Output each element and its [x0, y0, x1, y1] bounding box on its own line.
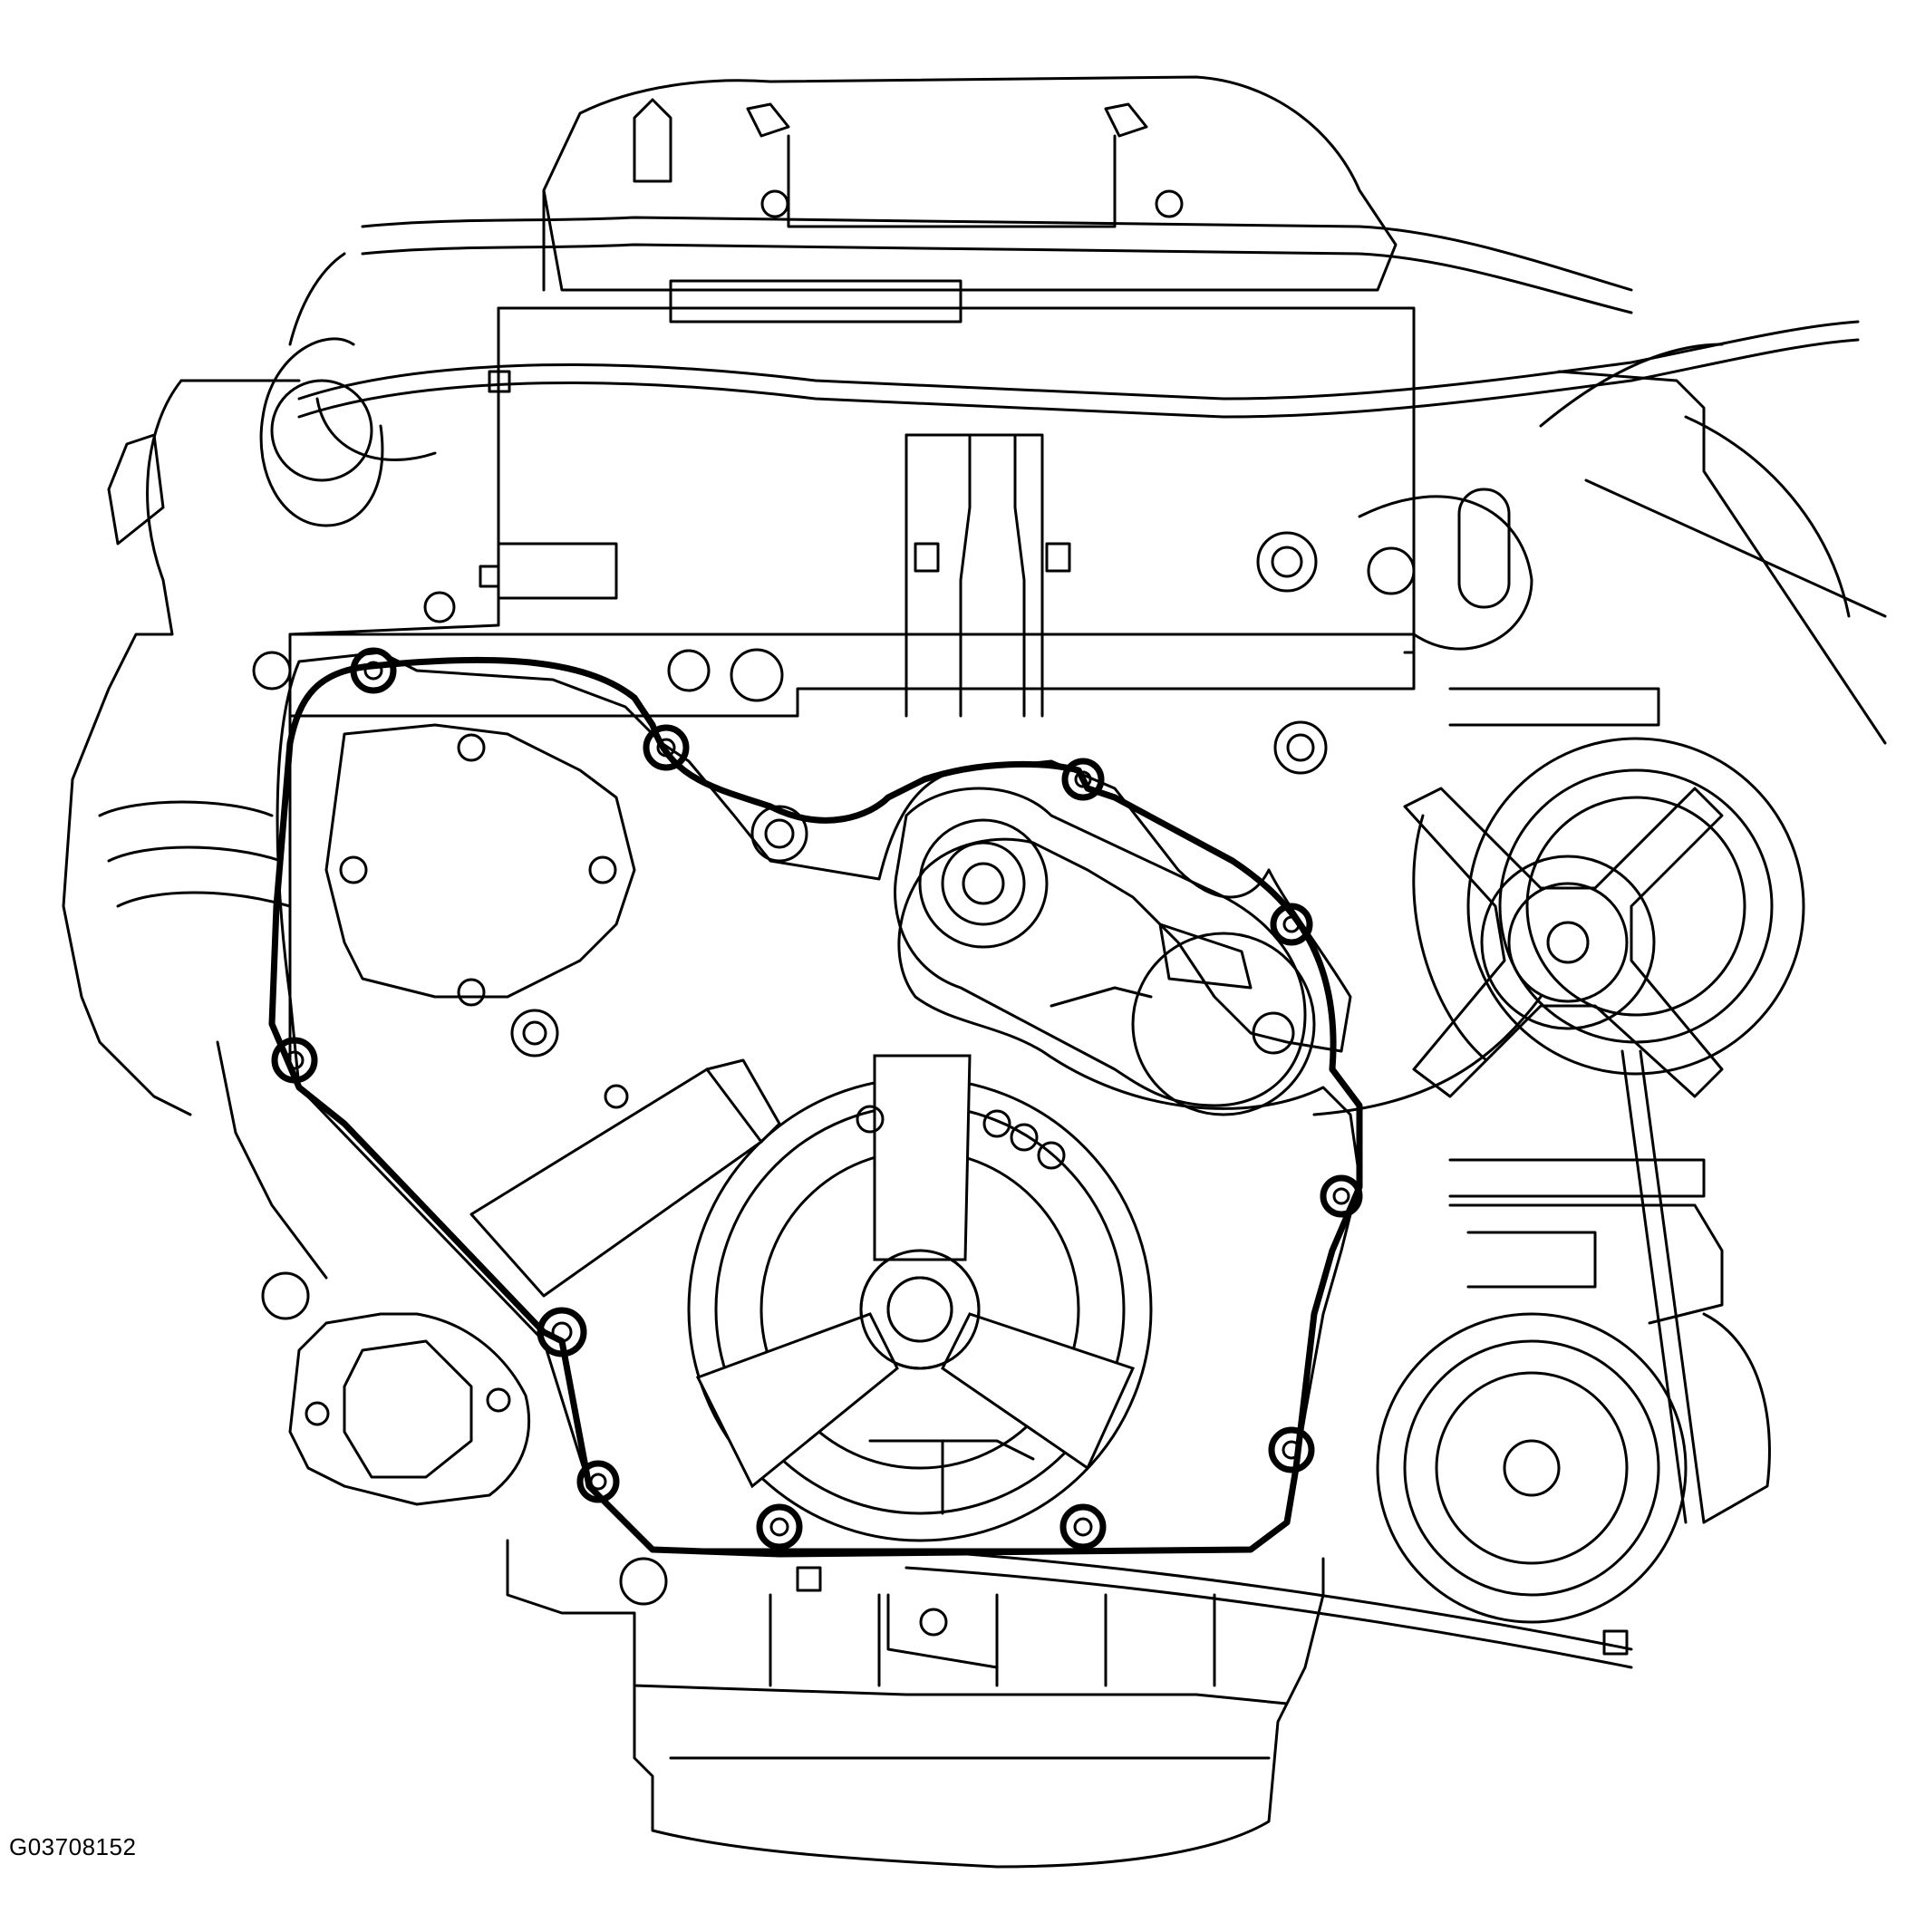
- figure-id-label: G03708152: [9, 1833, 137, 1860]
- upper-intake-outline: [542, 75, 1398, 292]
- cylinder-head-block: [288, 306, 1533, 1062]
- tensioner-assembly: [894, 787, 1316, 1116]
- oil-pan: [506, 1539, 1325, 1869]
- fuel-rail-and-hoses: [288, 98, 1860, 461]
- left-side-components: [62, 337, 384, 1280]
- timing-cover-bolts: [271, 647, 1363, 1550]
- crankshaft-pulley: [687, 1054, 1153, 1542]
- accessory-drive: [904, 370, 1887, 1669]
- head-bolts: [252, 370, 1328, 775]
- timing-cover-gasket: [268, 656, 1363, 1558]
- water-pump-flange: [261, 1271, 531, 1506]
